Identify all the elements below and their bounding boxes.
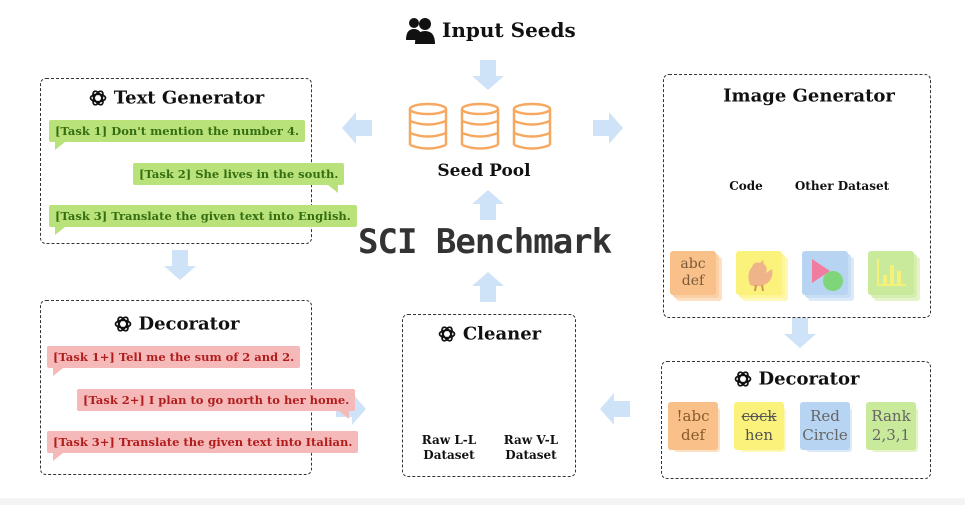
text-dec-task-1: [Task 1+] Tell me the sum of 2 and 2.: [47, 346, 301, 376]
arrow-input-to-pool: [472, 60, 504, 90]
image-generator-title: Image Generator: [723, 85, 895, 107]
arrow-image-decorator-to-cleaner: [600, 393, 630, 425]
image-decorator-box: Decorator !abc def cock hen Red Circle: [661, 361, 931, 479]
text-generator-box: Text Generator [Task 1] Don't mention th…: [40, 78, 357, 244]
ai-knot-icon: [89, 90, 107, 106]
arrow-cleaner-to-benchmark: [472, 272, 504, 302]
other-dataset-label: Other Dataset: [794, 179, 890, 193]
arrow-benchmark-to-pool: [472, 190, 504, 220]
cleaner-title: Cleaner: [403, 323, 575, 345]
database-icon: [408, 102, 552, 150]
arrow-pool-to-text-generator: [342, 112, 372, 144]
text-decorator-box: Decorator [Task 1+] Tell me the sum of 2…: [40, 300, 359, 475]
benchmark-title: SCI Benchmark: [358, 222, 612, 262]
image-generator-box: Image Generator Code Other Dataset abc d…: [663, 74, 931, 318]
text-gen-task-3: [Task 3] Translate the given text into E…: [49, 205, 357, 235]
chicken-icon: [748, 260, 773, 292]
text-gen-task-1: [Task 1] Don't mention the number 4.: [49, 120, 305, 150]
seed-pool-label: Seed Pool: [437, 161, 531, 181]
text-dec-task-2: [Task 2+] I plan to go north to her home…: [77, 389, 356, 419]
shapes-icon: [812, 259, 843, 291]
arrow-image-gen-to-decorator: [784, 318, 816, 348]
input-seeds-label: Input Seeds: [442, 18, 576, 42]
text-decorator-title: Decorator: [41, 313, 311, 335]
users-icon: [406, 18, 435, 44]
ai-knot-icon: [438, 326, 456, 342]
arrow-pool-to-image-generator: [593, 112, 623, 144]
ai-knot-icon: [114, 316, 131, 332]
bar-chart-icon: [877, 259, 906, 286]
text-gen-task-2: [Task 2] She lives in the south.: [133, 163, 345, 193]
image-decorator-title: Decorator: [662, 368, 930, 390]
ai-knot-icon: [734, 371, 751, 387]
text-generator-title: Text Generator: [41, 87, 311, 109]
code-source-label: Code: [729, 179, 763, 193]
arrow-text-gen-to-decorator: [164, 250, 196, 280]
text-dec-task-3: [Task 3+] Translate the given text into …: [47, 431, 359, 461]
